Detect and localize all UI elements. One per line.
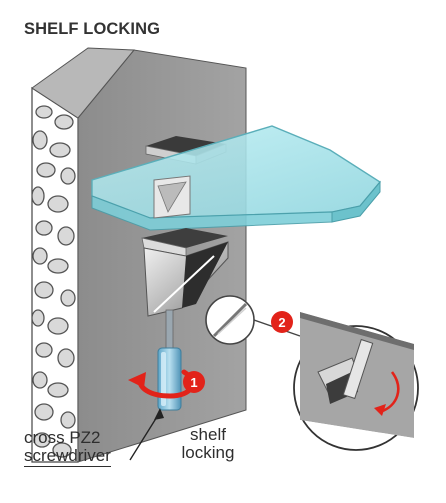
stone-wall bbox=[31, 86, 79, 463]
tool-label: cross PZ2 screwdriver bbox=[24, 429, 111, 467]
pointer-arrowhead bbox=[154, 408, 164, 420]
action-label-line2: locking bbox=[181, 442, 235, 462]
tool-label-line1: cross PZ2 bbox=[24, 428, 101, 447]
detail-circle-large bbox=[293, 312, 419, 451]
action-label: shelf locking bbox=[176, 426, 240, 462]
wall-panel-top-edge bbox=[31, 47, 136, 119]
svg-text:2: 2 bbox=[278, 315, 285, 330]
lower-bracket bbox=[141, 228, 229, 317]
step-badge-1: 1 bbox=[183, 371, 205, 393]
action-label-line1: shelf bbox=[190, 425, 226, 444]
pointer-line bbox=[129, 411, 161, 461]
tool-label-line2: screwdriver bbox=[24, 445, 111, 467]
svg-text:1: 1 bbox=[190, 375, 197, 390]
bracket-under-glass bbox=[153, 175, 191, 219]
detail-circle-small bbox=[205, 295, 255, 345]
page-title: SHELF LOCKING bbox=[24, 20, 161, 38]
step-badge-2: 2 bbox=[271, 311, 293, 333]
